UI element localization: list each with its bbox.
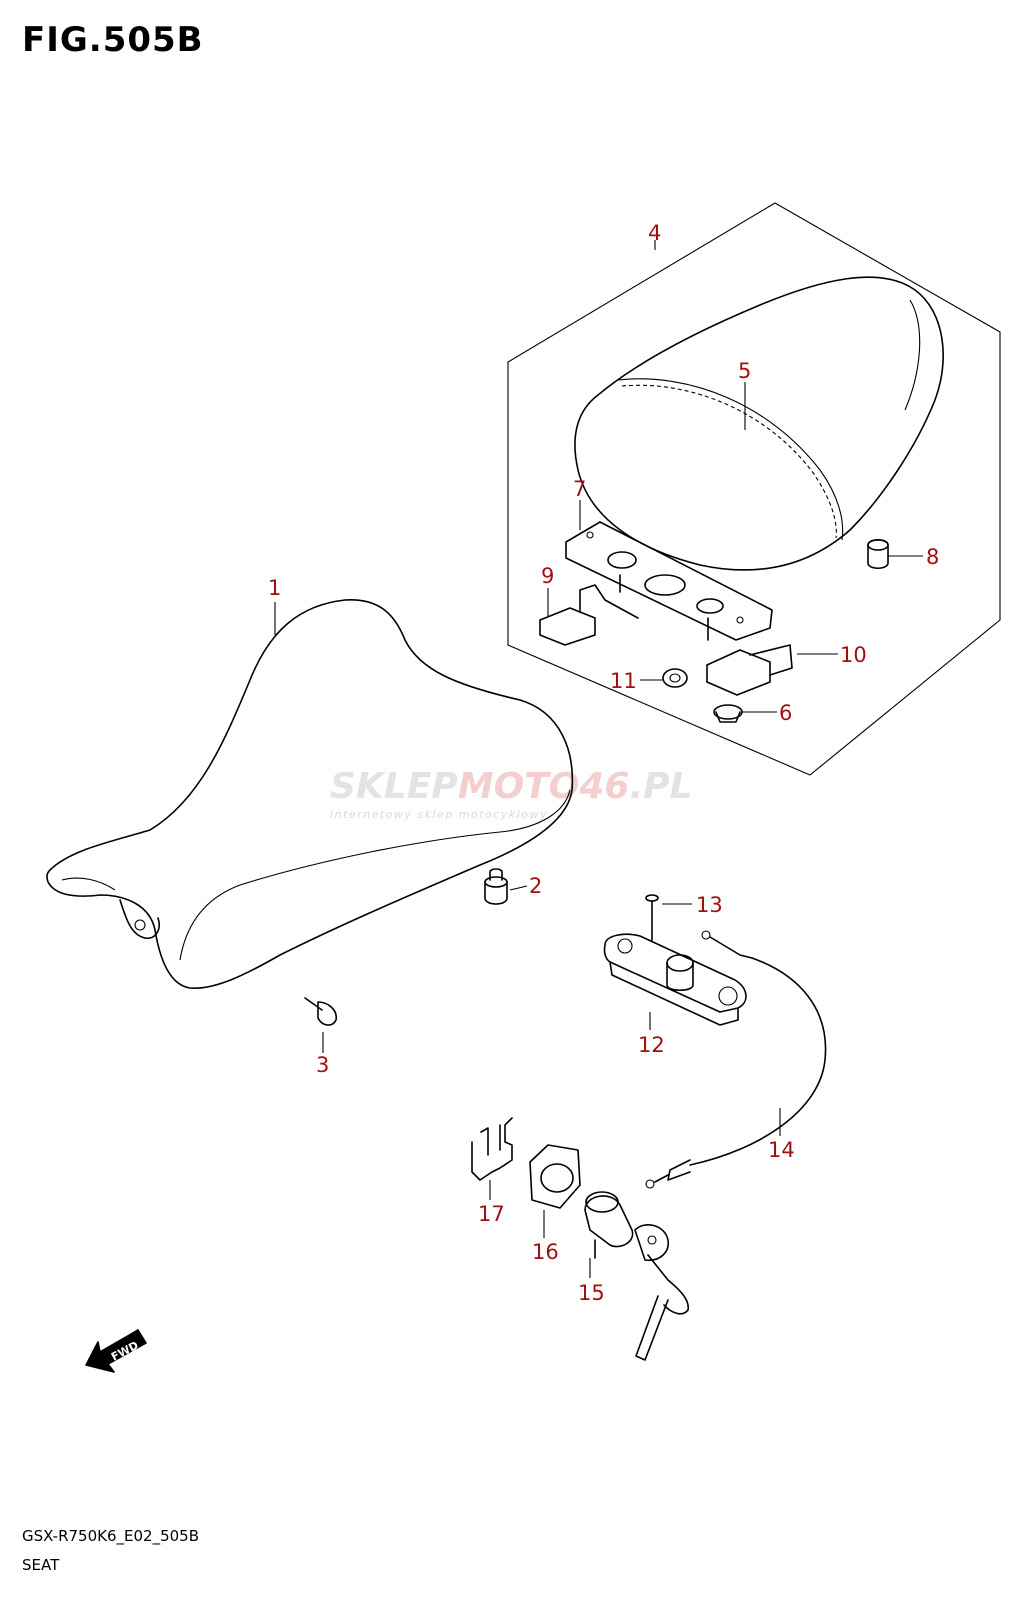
forward-direction-arrow: FWD — [85, 1329, 147, 1373]
callout-14: 14 — [768, 1138, 795, 1162]
seat-lock-cable — [645, 930, 827, 1189]
figure-title: FIG.505B — [22, 20, 204, 60]
section-name: SEAT — [22, 1556, 60, 1574]
rear-seat-cushion — [574, 276, 944, 571]
watermark-tagline: internetowy sklep motocyklowy — [330, 808, 548, 821]
screw-part-13 — [645, 894, 659, 941]
callout-3: 3 — [316, 1053, 329, 1077]
main-seat — [46, 599, 574, 989]
callout-11: 11 — [610, 669, 637, 693]
callout-1: 1 — [268, 576, 281, 600]
callout-5: 5 — [738, 359, 751, 383]
callout-2: 2 — [529, 874, 542, 898]
nut-part-11 — [662, 668, 688, 688]
callout-8: 8 — [926, 545, 939, 569]
callout-4: 4 — [648, 221, 661, 245]
rear-seat-group-frame — [507, 202, 1001, 776]
watermark-brand-tld: .PL — [629, 766, 692, 807]
callout-17: 17 — [478, 1202, 505, 1226]
callout-16: 16 — [532, 1240, 559, 1264]
watermark: SKLEPMOTO46.PL internetowy sklep motocyk… — [330, 766, 692, 821]
hook-part-9 — [539, 584, 639, 646]
key-cylinder-part-15 — [584, 1191, 690, 1361]
callout-12: 12 — [638, 1033, 665, 1057]
callout-9: 9 — [541, 564, 554, 588]
cushion-part-2 — [484, 868, 508, 905]
callout-13: 13 — [696, 893, 723, 917]
callout-6: 6 — [779, 701, 792, 725]
callout-15: 15 — [578, 1281, 605, 1305]
callout-10: 10 — [840, 643, 867, 667]
bracket-part-16 — [529, 1144, 581, 1209]
nut-part-6 — [713, 704, 743, 723]
watermark-brand-main: SKLEP — [330, 766, 458, 807]
rear-seat-bracket — [565, 521, 773, 641]
hook-part-10 — [706, 644, 793, 696]
callouts: 1 2 3 4 5 6 7 8 9 10 11 12 13 14 15 16 1… — [268, 221, 939, 1305]
seat-lock-housing — [603, 933, 747, 1026]
callout-7: 7 — [573, 477, 586, 501]
model-code: GSX-R750K6_E02_505B — [22, 1527, 200, 1545]
cushion-part-8 — [867, 538, 889, 570]
svg-text:SKLEPMOTO46.PL: SKLEPMOTO46.PL — [330, 766, 692, 807]
clip-part-17 — [471, 1117, 513, 1181]
bolt-part-3 — [304, 997, 338, 1026]
watermark-brand-accent: MOTO46 — [458, 766, 630, 807]
leader-lines — [274, 240, 923, 1278]
